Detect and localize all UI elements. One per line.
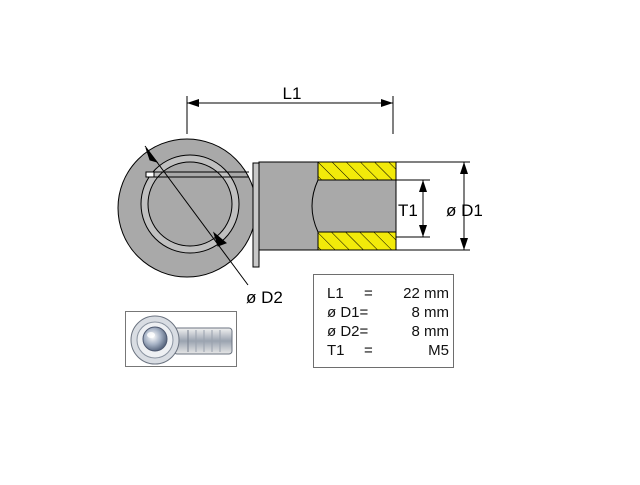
spec-row-d1: ø D1= 8 mm: [314, 303, 455, 322]
spec-key: L1: [327, 285, 344, 302]
dimension-t1: T1: [396, 179, 430, 238]
dimension-d1: ø D1: [396, 161, 483, 251]
spec-value: M5: [428, 342, 449, 359]
ball-socket-image: [126, 312, 236, 366]
shank-body: [252, 161, 397, 268]
label-t1: T1: [398, 201, 418, 220]
spec-key: T1: [327, 342, 345, 359]
spec-value: 22 mm: [403, 285, 449, 302]
dimension-l1: L1: [186, 84, 394, 134]
socket-eye: [117, 138, 257, 278]
spec-table: L1 = 22 mm ø D1= 8 mm ø D2= 8 mm T1 = M5: [313, 274, 454, 368]
spec-key: ø D2=: [327, 323, 369, 340]
spec-row-d2: ø D2= 8 mm: [314, 322, 455, 341]
spec-value: 8 mm: [411, 304, 450, 321]
spec-value: 8 mm: [411, 323, 450, 340]
product-photo: [125, 311, 237, 367]
label-d2: ø D2: [246, 288, 283, 307]
spec-row-t1: T1 = M5: [314, 341, 455, 360]
label-d1: ø D1: [446, 201, 483, 220]
spec-row-l1: L1 = 22 mm: [314, 284, 455, 303]
spec-key: ø D1=: [327, 304, 369, 321]
spec-eq: =: [364, 285, 373, 302]
spec-eq: =: [364, 342, 373, 359]
label-l1: L1: [283, 84, 302, 103]
dimension-d2: ø D2: [144, 145, 283, 307]
